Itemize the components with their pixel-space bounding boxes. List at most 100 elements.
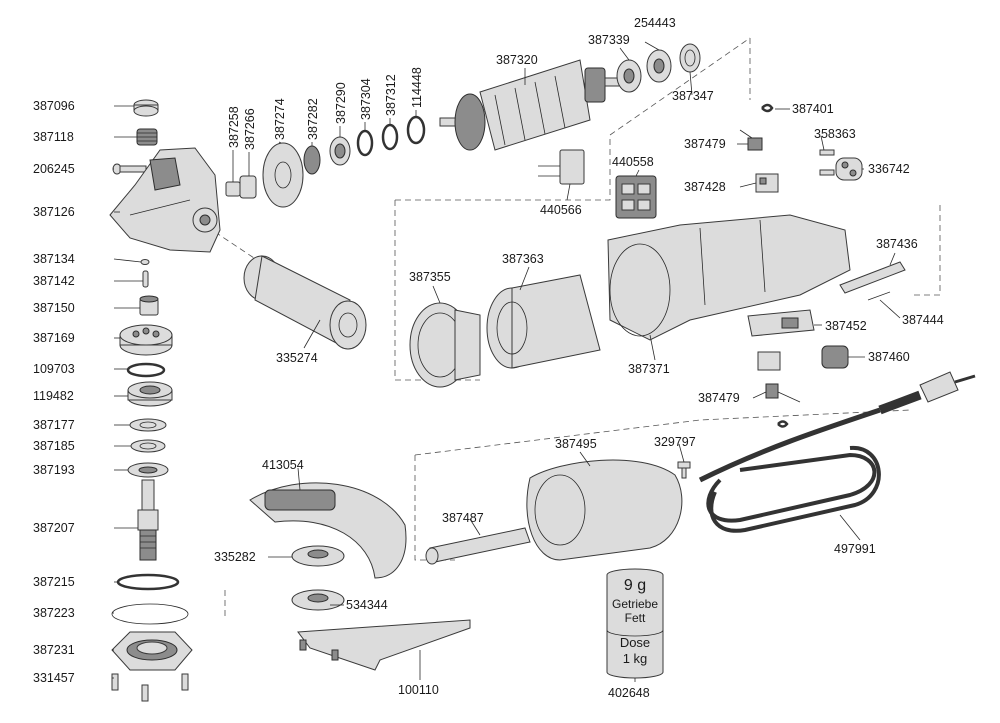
label-497991: 497991 [834,542,876,556]
label-387320: 387320 [496,53,538,67]
tin-label-line3: Dose [620,635,650,650]
part-387355-ring [409,302,481,388]
part-335282-flange [291,545,345,567]
label-387134: 387134 [33,252,75,266]
part-387096-cap [133,99,159,117]
part-387185-washer [130,439,166,453]
grease-tin-text: 9 g Getriebe Fett Dose 1 kg [612,577,658,666]
label-402648: 402648 [608,686,650,700]
tin-label-line4: 1 kg [623,651,648,666]
label-387304: 387304 [359,78,373,120]
tin-label-line2: Fett [625,611,646,625]
tin-label-line1: Getriebe [612,597,658,611]
part-387169-gear [119,324,173,356]
label-109703: 109703 [33,362,75,376]
part-497991-power-cable [698,371,976,533]
label-387231: 387231 [33,643,75,657]
part-336742-cable-clamp [835,157,863,181]
label-387118: 387118 [33,130,74,144]
part-387312-ring [381,123,399,151]
label-387282: 387282 [306,98,320,140]
label-119482: 119482 [33,389,74,403]
part-387282-needle-bearing [303,145,321,175]
label-335282: 335282 [214,550,256,564]
label-335274: 335274 [276,351,318,365]
part-387436-switch-rod [839,261,906,294]
label-387363: 387363 [502,252,544,266]
part-119482-bearing [127,381,173,407]
label-387290: 387290 [334,82,348,124]
part-387371-motor-housing [607,214,851,341]
part-387495-rear-handle [526,459,683,561]
part-413054-guard [249,482,407,579]
label-100110: 100110 [398,683,439,697]
label-387347: 387347 [672,89,714,103]
part-387401-spring [761,103,774,113]
part-387215-o-ring [116,573,180,591]
label-387436: 387436 [876,237,918,251]
label-387444: 387444 [902,313,944,327]
tin-weight: 9 g [624,577,646,594]
part-387150-bushing [139,295,159,316]
part-387193-seal [127,462,169,478]
label-387207: 387207 [33,521,75,535]
label-387495: 387495 [555,437,597,451]
part-387177-washer [129,418,167,432]
leader-lines [112,41,901,682]
label-387479-upper: 387479 [684,137,726,151]
part-335274-side-handle [243,255,367,350]
label-206245: 206245 [33,162,75,176]
part-387339-bearing [616,59,642,93]
part-387274-disc [262,142,304,208]
part-254443-bearing [646,49,672,83]
label-387371: 387371 [628,362,670,376]
part-534344-nut [291,589,345,611]
part-387258-pinion [225,181,241,197]
part-387363-stator [486,274,601,369]
label-387460: 387460 [868,350,910,364]
part-387320-armature [439,59,622,151]
label-387177: 387177 [33,418,75,432]
part-387207-spindle [137,479,159,561]
part-387460-cover [821,345,849,369]
label-387401: 387401 [792,102,834,116]
label-387258: 387258 [227,106,241,148]
part-387428-brush-holder [755,173,779,193]
label-329797: 329797 [654,435,696,449]
part-358363-screws [819,149,835,176]
part-387347-bushing [679,43,701,73]
label-387169: 387169 [33,331,75,345]
label-387215: 387215 [33,575,75,589]
part-387142-pin [142,270,149,288]
label-387096: 387096 [33,99,75,113]
part-387487-tube [425,527,531,565]
part-387118-spring [136,128,158,146]
part-387452-slider [747,309,815,337]
label-387126: 387126 [33,205,75,219]
label-387487: 387487 [442,511,484,525]
part-387479b-brush [757,351,801,428]
label-358363: 358363 [814,127,856,141]
label-387274: 387274 [273,98,287,140]
part-387304-ring [356,129,374,157]
label-387355: 387355 [409,270,451,284]
part-331457-screws [111,673,189,702]
label-387479-lower: 387479 [698,391,740,405]
label-413054: 413054 [262,458,304,472]
part-440566-capacitor [538,149,585,185]
label-387223: 387223 [33,606,75,620]
part-387231-bearing-flange [111,631,193,671]
label-387428: 387428 [684,180,726,194]
label-440566: 440566 [540,203,582,217]
part-109703-circlip [126,362,166,378]
label-331457: 331457 [33,671,75,685]
part-387126-gear-housing [109,147,221,253]
label-387312: 387312 [384,74,398,116]
part-114448-circlip [406,115,426,145]
label-534344: 534344 [346,598,388,612]
part-387290-bearing [329,136,351,166]
part-100110-wrench [297,619,471,671]
part-329797-screw [677,461,691,479]
